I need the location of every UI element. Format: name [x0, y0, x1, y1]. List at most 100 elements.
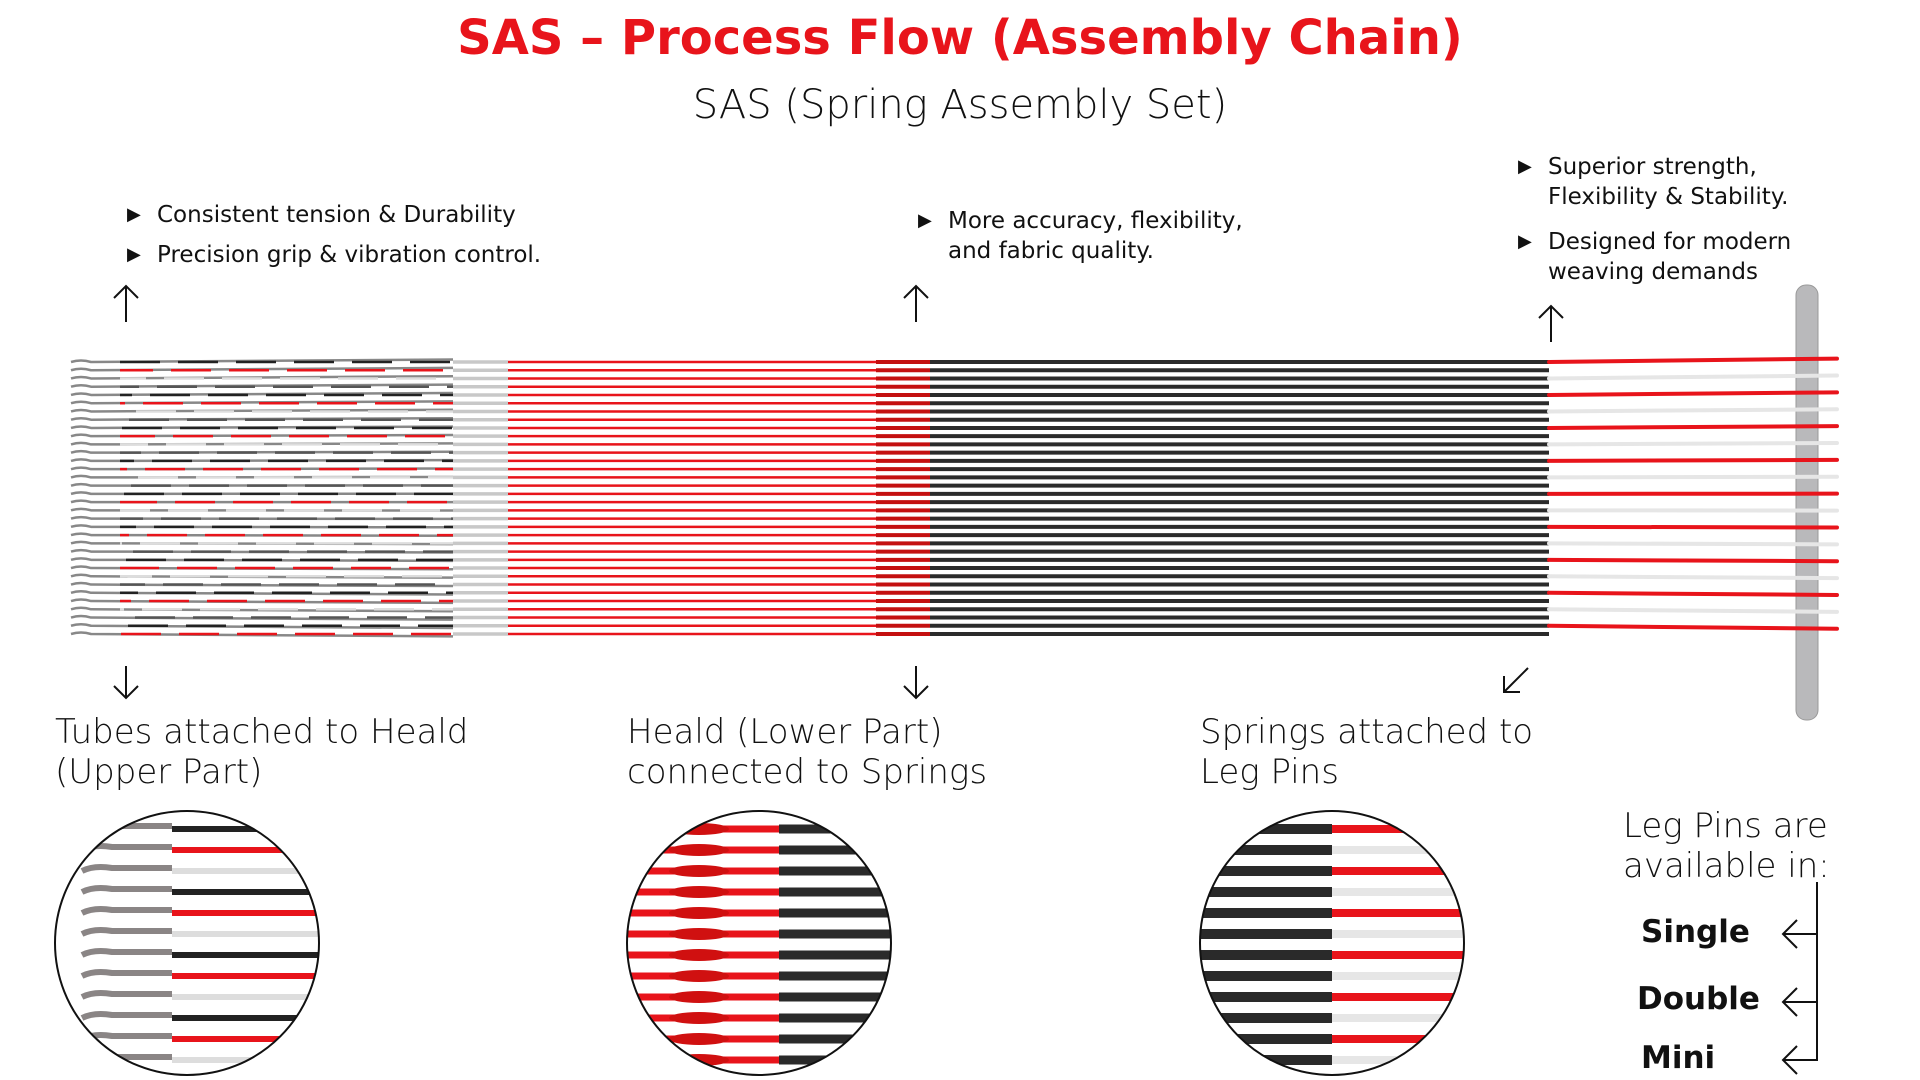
stage1-bullets: ▶Consistent tension & Durability ▶ Precis…: [127, 200, 541, 270]
bullet-text: Precision grip & vibration control.: [157, 242, 542, 268]
tube-eye: [80, 927, 172, 937]
tube-segment: [70, 458, 454, 463]
tube-segment: [70, 408, 454, 413]
wire: [70, 383, 1549, 389]
leg-pin-wire: [1547, 356, 1839, 364]
bullet-triangle-icon: ▶: [918, 210, 932, 231]
tube-segment: [70, 565, 454, 571]
leg-pin-wire: [1547, 373, 1839, 381]
wire: [70, 548, 1549, 554]
tube-eye: [80, 948, 172, 958]
wire: [70, 573, 1839, 581]
bullet-triangle-icon: ▶: [127, 244, 141, 265]
heald-bead: [669, 865, 729, 877]
wire: [70, 515, 1549, 521]
heald-bead: [669, 928, 729, 940]
detail-zoom-spring: [1200, 824, 1464, 1065]
wire: [70, 614, 1549, 621]
tube-segment: [70, 614, 454, 621]
heald-bead: [669, 844, 729, 856]
leg-pin-wire: [1547, 457, 1839, 463]
leg-pin-wire: [1547, 524, 1839, 530]
leg-pin-wire: [1547, 574, 1839, 581]
leg-pin-wire: [1547, 607, 1839, 614]
tube-segment: [70, 499, 453, 504]
tube-segment: [70, 374, 454, 380]
page-subtitle: SAS (Spring Assembly Set): [692, 82, 1228, 128]
bullet-text: Designed for modern weaving demands: [1548, 229, 1792, 285]
wire: [70, 491, 1839, 496]
wire: [70, 474, 1839, 480]
bullet-item: ▶Designed for modern weaving demands: [1518, 227, 1838, 287]
heald-bead: [669, 991, 729, 1003]
wire: [70, 623, 1839, 631]
tube-eye: [80, 1053, 172, 1063]
tube-segment: [70, 416, 454, 421]
tube-segment: [70, 449, 454, 454]
heald-bead: [669, 907, 729, 919]
arrow-head: [1503, 676, 1520, 693]
bullet-text: More accuracy, flexibility, and fabric q…: [948, 208, 1243, 264]
wire: [70, 482, 1549, 488]
tube-segment: [70, 590, 454, 596]
tube-segment: [70, 482, 454, 487]
heald-bead: [669, 970, 729, 982]
wire: [70, 507, 1839, 513]
tube-segment: [70, 466, 454, 471]
tube-segment: [70, 524, 454, 529]
wire: [70, 557, 1839, 564]
wire: [70, 356, 1839, 364]
tube-segment: [70, 581, 454, 588]
label-line: Leg Pins are: [1623, 806, 1828, 846]
tube-segment: [70, 507, 454, 512]
detail-zoom-heald: [627, 823, 891, 1066]
bullet-item: ▶Superior strength, Flexibility & Stabil…: [1518, 152, 1838, 212]
arrow-up-icon: [113, 284, 139, 322]
wire: [70, 524, 1839, 530]
wire: [70, 581, 1549, 588]
label-line: available in:: [1623, 846, 1830, 886]
tube-eye: [80, 864, 172, 874]
arrow-head: [903, 284, 929, 299]
leg-pin-option-single: Single: [1641, 914, 1750, 950]
tube-segment: [70, 515, 454, 521]
wire: [70, 606, 1839, 614]
tube-segment: [70, 557, 454, 563]
wire: [70, 466, 1549, 472]
wire: [70, 433, 1549, 439]
wire: [70, 631, 1549, 638]
arrow-left-icon: [1781, 1045, 1798, 1075]
heald-bead: [669, 1033, 729, 1045]
tube-segment: [70, 573, 454, 579]
tube-segment: [70, 391, 454, 397]
stage3-bullets: ▶Superior strength, Flexibility & Stabil…: [1518, 152, 1838, 287]
tube-segment: [70, 540, 454, 546]
bullet-item: ▶ More accuracy, flexibility, and fabric …: [918, 206, 1278, 266]
arrow-up-icon: [1538, 304, 1564, 342]
tube-segment: [70, 474, 454, 479]
tube-segment: [70, 441, 454, 446]
leg-pins-heading: Leg Pins are available in:: [1623, 806, 1830, 886]
arrow-left-icon: [1781, 987, 1798, 1017]
tube-segment: [70, 366, 454, 372]
tube-segment: [70, 358, 454, 364]
wire: [70, 441, 1839, 447]
leg-pin-wire: [1547, 424, 1839, 430]
arrow-down-icon: [903, 666, 929, 700]
leg-pins-bracket: [1781, 882, 1818, 1075]
leg-pin-wire: [1547, 590, 1839, 597]
leg-pin-wire: [1547, 390, 1839, 397]
bullet-triangle-icon: ▶: [127, 204, 141, 225]
tube-eye: [80, 969, 172, 979]
tube-segment: [70, 631, 454, 638]
label-line: connected to Springs: [627, 752, 988, 792]
stage1-label: Tubes attached to Heald (Upper Part): [55, 712, 468, 792]
detail-zoom-tube: [80, 822, 319, 1063]
tube-eye: [80, 990, 172, 1000]
arrow-head: [1538, 304, 1564, 319]
leg-pin-wire: [1547, 623, 1839, 631]
bullet-item: ▶Consistent tension & Durability: [127, 200, 541, 230]
tube-segment: [70, 491, 454, 496]
bullet-item: ▶ Precision grip & vibration control.: [127, 240, 541, 270]
